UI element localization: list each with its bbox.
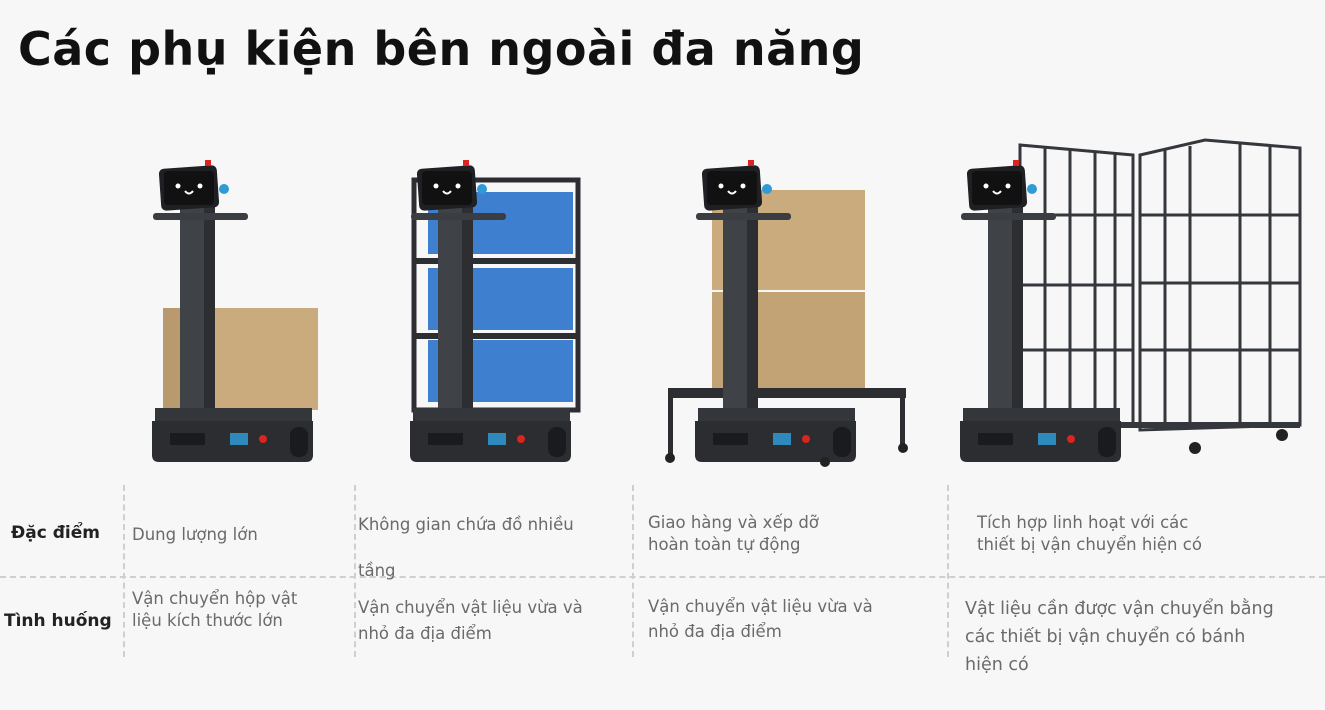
- robot-auto-loading-table: [665, 160, 908, 467]
- column-divider: [354, 485, 356, 657]
- row-label-scenarios: Tình huống: [4, 611, 112, 631]
- feature-cell: Dung lượng lớn: [132, 525, 258, 544]
- page-title: Các phụ kiện bên ngoài đa năng: [18, 22, 865, 76]
- column-divider: [632, 485, 634, 657]
- row-label-features: Đặc điểm: [11, 523, 100, 543]
- column-divider: [947, 485, 949, 657]
- column-divider: [123, 485, 125, 657]
- row-divider: [0, 576, 1325, 578]
- robot-cage-cart: [960, 138, 1302, 462]
- product-images: [0, 138, 1302, 467]
- robot-multi-tier-shelf: [410, 160, 581, 462]
- robot-large-box: [152, 160, 318, 462]
